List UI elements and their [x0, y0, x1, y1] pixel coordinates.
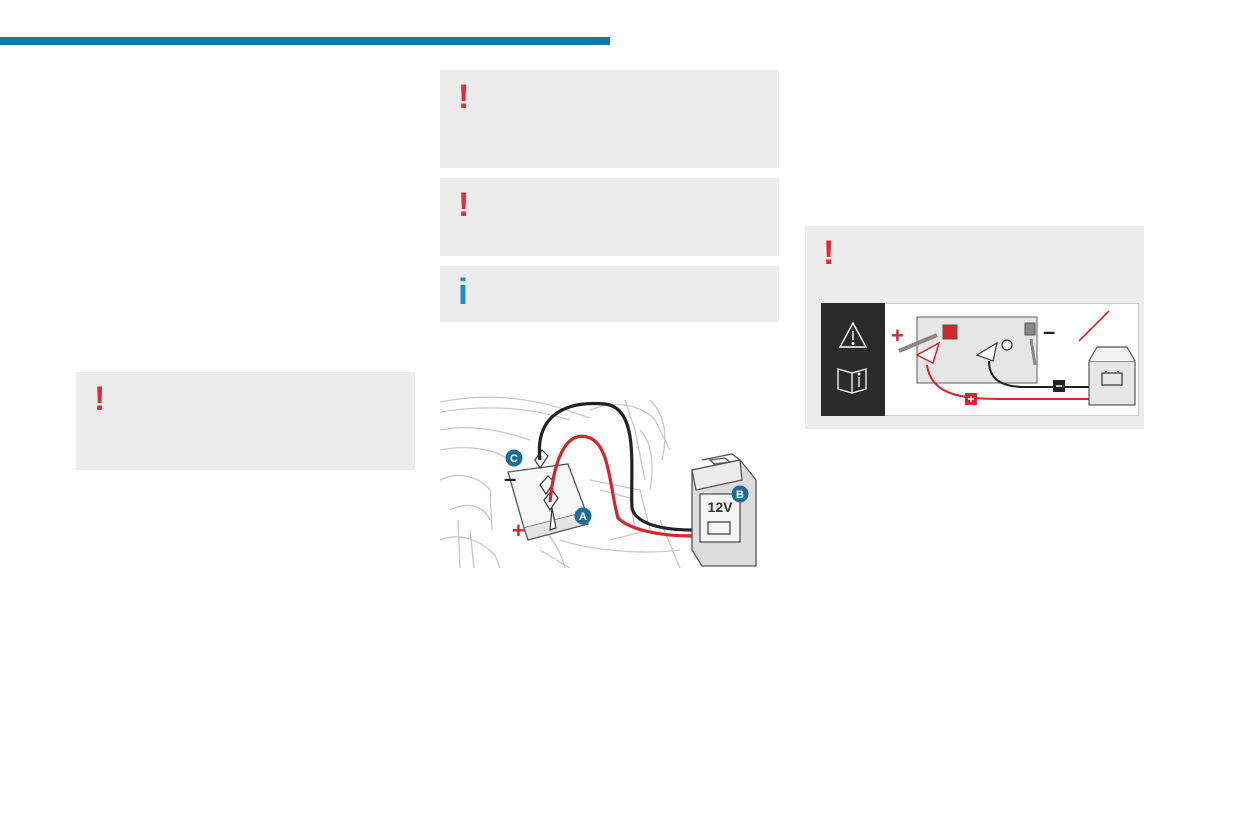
positive-sign: + [512, 518, 525, 543]
warning-icon: ! [823, 234, 835, 272]
jump-start-illustration: 12V + – C A B [440, 396, 757, 568]
dark-side-panel [821, 303, 885, 416]
caution-triangle-icon [838, 321, 868, 348]
battery-charger-warning-graphic: + – [821, 303, 1139, 416]
handbook-icon [837, 368, 867, 394]
section-header-bar [0, 37, 610, 45]
info-icon: i [458, 271, 469, 312]
warning-note-mid-1: ! [440, 70, 779, 168]
negative-sign: – [504, 466, 516, 491]
warning-note-left: ! [76, 372, 415, 470]
battery-icon [1101, 371, 1123, 386]
warning-icon: ! [458, 78, 470, 116]
info-note-mid-3: i [440, 266, 779, 322]
negative-sign: – [1043, 319, 1055, 344]
positive-sign: + [891, 323, 904, 348]
warning-icon: ! [458, 186, 470, 224]
warning-note-mid-2: ! [440, 178, 779, 256]
warning-note-right: ! + – [805, 226, 1144, 429]
warning-icon: ! [94, 380, 106, 418]
callout-a: A [579, 511, 587, 523]
booster-voltage-label: 12V [708, 499, 734, 515]
callout-b: B [736, 489, 744, 501]
callout-c: C [510, 453, 518, 465]
